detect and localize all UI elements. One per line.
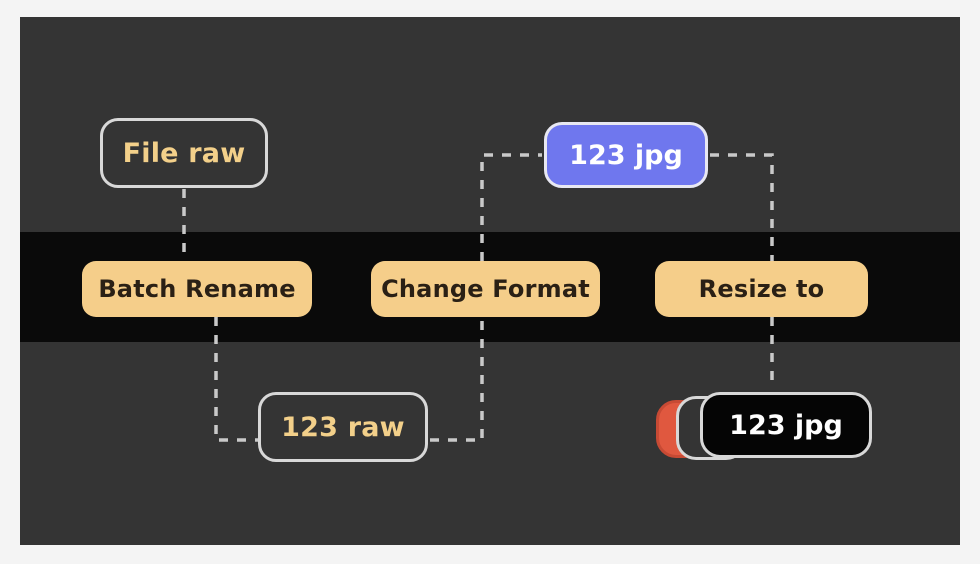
node-batch-rename[interactable]: Batch Rename [82,261,312,317]
node-output-jpg-label: 123 jpg [729,409,843,441]
node-resize-to[interactable]: Resize to [655,261,868,317]
node-file-123-raw-label: 123 raw [281,411,405,443]
node-file-raw[interactable]: File raw [100,118,268,188]
node-batch-rename-label: Batch Rename [98,275,296,303]
node-resize-to-label: Resize to [698,275,825,303]
node-file-raw-label: File raw [122,137,246,169]
node-output-jpg[interactable]: 123 jpg [700,392,872,458]
node-highlight-jpg-label: 123 jpg [569,139,683,171]
node-highlight-jpg[interactable]: 123 jpg [544,122,708,188]
node-change-format[interactable]: Change Format [371,261,600,317]
diagram-canvas: File raw 123 jpg Batch Rename Change For… [20,17,960,545]
node-change-format-label: Change Format [381,275,590,303]
node-file-123-raw[interactable]: 123 raw [258,392,428,462]
